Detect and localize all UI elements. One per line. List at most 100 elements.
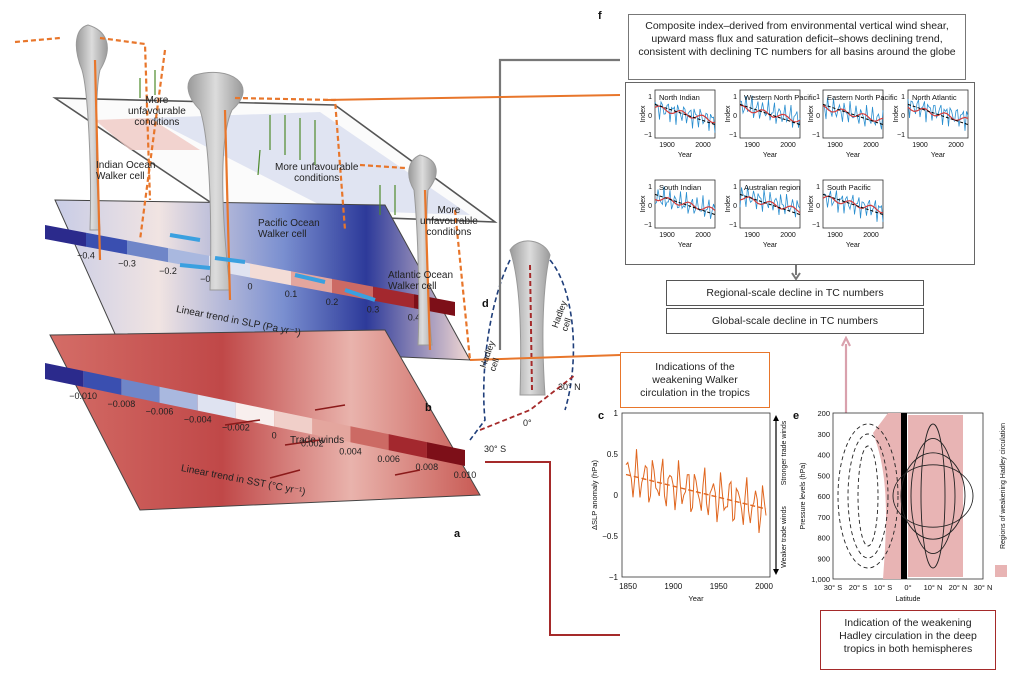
slp-tick: −0.3 [118,258,136,268]
basin-trend [739,193,801,216]
walker-indication-box: Indications of the weakening Walker circ… [620,352,770,408]
chart-e-ytick: 200 [817,409,830,418]
basin-xtick: 1900 [659,142,675,149]
connector-orange-mid [469,354,620,361]
basin-xtick: 1900 [827,232,843,239]
basin-ytick: −1 [644,132,652,139]
basin-xtick: 1900 [744,142,760,149]
slp-tick: −0.2 [159,266,177,276]
chart-e-legend-text: Regions of weakening Hadley circulation [1000,423,1007,549]
sst-colorbar: −0.010−0.008−0.006−0.004−0.00200.0020.00… [45,363,476,480]
chart-e-ytick: 1,000 [811,575,830,584]
chart-e-xtick: 20° N [949,583,968,592]
basin-ytick: 1 [816,184,820,191]
basin-series [822,97,884,130]
sst-swatch [235,402,275,427]
basin-ytick: 1 [901,94,905,101]
chart-e-xtick: 0° [904,583,911,592]
basin-ylabel: Index [725,105,732,123]
unfavourable-label-2: More unfavourable conditions [275,162,359,184]
conditions-anomaly-patch-red [95,118,200,150]
sst-tick: −0.010 [69,391,97,401]
basin-xlabel: Year [763,152,778,159]
basin-smoothed [654,105,715,124]
sst-tick: 0.010 [454,470,477,480]
basin-trend [822,103,884,126]
basin-ytick: 0 [648,203,652,210]
atlantic-cell-label: Atlantic Ocean Walker cell [388,270,454,292]
sst-swatch [197,394,236,419]
indian-cell-label: Indian Ocean Walker cell [96,160,156,182]
chart-e-ytick: 500 [817,471,830,480]
slp-swatch [86,232,127,255]
basin-ytick: 0 [648,113,652,120]
basin-xtick: 2000 [863,142,879,149]
sst-tick: 0 [272,430,277,440]
basin-series [654,186,716,219]
chart-e-ytick: 700 [817,513,830,522]
basin-ytick: 1 [648,94,652,101]
basin-xtick: 1900 [912,142,928,149]
global-decline-box: Global-scale decline in TC numbers [666,308,924,334]
chart-e-ytick: 400 [817,451,830,460]
basin-ytick: 1 [733,184,737,191]
chart-e-xlabel: Latitude [896,596,921,603]
sst-tick: 0.004 [339,446,362,456]
basin-xtick: 2000 [695,232,711,239]
basin-smoothed [907,106,969,122]
slp-swatch [373,286,414,309]
chart-e-contour-neg [857,445,879,547]
basin-xlabel: Year [763,242,778,249]
slp-swatch [250,263,291,286]
hadley-schematic [469,240,576,441]
chart-c-ytick: −0.5 [602,532,618,541]
chart-e-contour [920,423,946,569]
chart-e-equator-bar [901,413,907,579]
basin-xlabel: Year [931,152,946,159]
basin-xtick: 1900 [744,232,760,239]
basin-ytick: 0 [901,113,905,120]
sst-swatch [121,378,160,403]
basin-name: Eastern North Pacific [827,93,898,102]
sst-tick: −0.004 [184,415,212,425]
chart-e-shade-left [873,413,901,579]
slp-tick: 0.4 [408,312,421,322]
slp-tick: 0.2 [326,297,339,307]
chart-c-ylabel: ΔSLP anomaly (hPa) [590,460,599,530]
chart-e-ytick: 900 [817,554,830,563]
pacific-cell-label: Pacific Ocean Walker cell [258,218,320,240]
basin-xlabel: Year [678,152,693,159]
hadley-30s: 30° S [484,444,507,454]
slp-swatch [168,248,209,270]
basin-ytick: 0 [816,113,820,120]
slp-tick: 0.1 [285,289,298,299]
slp-swatch [45,225,86,247]
basin-trend [739,103,801,126]
basin-name: Western North Pacific [744,93,817,102]
chart-c-ytick: 0.5 [607,450,619,459]
basin-series [654,100,716,133]
chart-c-xtick: 1950 [710,582,728,591]
sst-swatch [45,363,84,387]
connector-orange-top [324,94,620,101]
sst-tick: −0.008 [107,399,135,409]
chart-e-contour [910,437,956,555]
basin-ytick: −1 [812,222,820,229]
sst-swatch [426,442,465,466]
basin-ytick: −1 [897,132,905,139]
chart-e-legend-swatch [995,565,1007,577]
basin-ytick: 0 [733,113,737,120]
basin-name: South Pacific [827,183,871,192]
basin-ylabel: Index [640,105,647,123]
basin-name: North Atlantic [912,93,957,102]
conditions-anomaly-patch [150,112,470,215]
basin-series [822,190,884,222]
